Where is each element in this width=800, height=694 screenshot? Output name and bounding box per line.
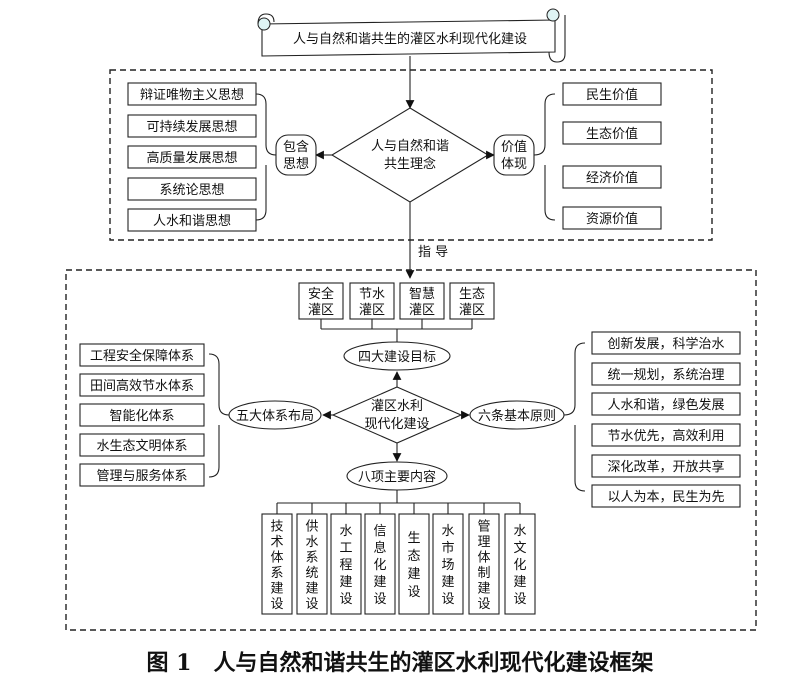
goals-label: 四大建设目标 (358, 350, 436, 365)
principle-item: 创新发展，科学治水 (607, 336, 724, 352)
title-banner: 人与自然和谐共生的灌区水利现代化建设 (257, 8, 566, 63)
content-item: 管理体制建设 (477, 519, 490, 612)
content-box (261, 513, 293, 615)
value-embodiment-hub: 价值 体现 (493, 134, 535, 176)
six-principles-node: 六条基本原则 (469, 400, 565, 430)
system-item: 管理与服务体系 (96, 468, 187, 484)
content-box (296, 513, 328, 615)
thought-item: 高质量发展思想 (146, 150, 237, 166)
content-item: 水工程建设 (339, 524, 352, 607)
content-box (398, 513, 430, 615)
system-item: 智能化体系 (109, 409, 174, 424)
figure-caption: 图 1 人与自然和谐共生的灌区水利现代化建设框架 (147, 650, 654, 676)
principle-item: 节水优先，高效利用 (607, 428, 724, 444)
value-item: 经济价值 (586, 170, 638, 186)
principles-brace (563, 342, 586, 492)
thought-item: 人水和谐思想 (153, 213, 231, 229)
system-list: 工程安全保障体系 田间高效节水体系 智能化体系 水生态文明体系 管理与服务体系 (79, 343, 205, 487)
goal-line: 安全 (308, 286, 334, 302)
content-item: 信息化建设 (373, 524, 386, 607)
hub-right-line-2: 体现 (501, 157, 527, 172)
system-item: 水生态文明体系 (96, 439, 187, 454)
principle-item: 以人为本，民生为先 (607, 490, 724, 505)
four-goals-node: 四大建设目标 (343, 341, 451, 371)
value-item: 资源价值 (586, 211, 638, 227)
goal-line: 灌区 (359, 303, 385, 318)
hub-right-line-1: 价值 (501, 139, 527, 155)
content-item: 水市场建设 (441, 524, 454, 607)
guide-label: 指 导 (418, 245, 448, 260)
left-brace (255, 93, 277, 221)
thought-item: 可持续发展思想 (146, 119, 237, 135)
value-list: 民生价值 生态价值 经济价值 资源价值 (562, 82, 662, 230)
content-item: 技术体系建设 (270, 519, 283, 612)
content-box (468, 513, 500, 615)
irrigation-modernization-node: 灌区水利 现代化建设 (331, 386, 463, 444)
systems-label: 五大体系布局 (236, 409, 314, 424)
thought-list: 辩证唯物主义思想 可持续发展思想 高质量发展思想 系统论思想 人水和谐思想 (127, 82, 257, 232)
content-box (504, 513, 536, 615)
thought-item: 辩证唯物主义思想 (140, 87, 244, 103)
principle-item: 深化改革，开放共享 (607, 459, 724, 475)
contents-connectors (276, 490, 521, 514)
content-box (330, 513, 362, 615)
principles-label: 六条基本原则 (478, 408, 556, 424)
harmony-concept-node: 人与自然和谐 共生理念 (330, 107, 490, 203)
goal-line: 生态 (459, 287, 485, 302)
goal-line: 灌区 (409, 303, 435, 318)
hub-left-line-2: 思想 (283, 156, 309, 172)
banner-title-text: 人与自然和谐共生的灌区水利现代化建设 (293, 31, 527, 47)
eight-contents-node: 八项主要内容 (346, 461, 448, 491)
goal-connectors (320, 319, 473, 342)
goal-line: 智慧 (409, 286, 435, 302)
contents-label: 八项主要内容 (358, 469, 436, 485)
principle-item: 人水和谐，绿色发展 (607, 397, 724, 413)
systems-brace (208, 353, 230, 478)
content-list: 技术体系建设 供水系统建设 水工程建设 信息化建设 生态建设 水市场建设 管理体制建设 水文化… (261, 513, 536, 615)
right-brace (533, 93, 556, 221)
system-item: 田间高效节水体系 (90, 378, 194, 394)
includes-thought-hub: 包含 思想 (275, 134, 317, 176)
philosophy-region (109, 69, 713, 241)
principle-item: 统一规划，系统治理 (607, 368, 724, 383)
goal-line: 节水 (359, 287, 385, 302)
value-item: 生态价值 (586, 126, 638, 142)
goal-line: 灌区 (459, 303, 485, 318)
concept-line-1: 人与自然和谐 (371, 138, 449, 154)
goal-line: 灌区 (308, 303, 334, 318)
content-box (432, 513, 464, 615)
content-item: 水文化建设 (513, 524, 526, 607)
goal-boxes: 安全 灌区 节水 灌区 智慧 灌区 生态 灌区 (298, 282, 495, 320)
value-item: 民生价值 (586, 87, 638, 103)
center-line-1: 灌区水利 (371, 399, 423, 414)
system-item: 工程安全保障体系 (90, 348, 194, 364)
center-line-2: 现代化建设 (364, 417, 429, 432)
construction-region (65, 269, 757, 631)
concept-line-2: 共生理念 (384, 156, 436, 172)
principle-list: 创新发展，科学治水 统一规划，系统治理 人水和谐，绿色发展 节水优先，高效利用 … (591, 331, 741, 508)
thought-item: 系统论思想 (159, 182, 224, 198)
content-item: 生态建设 (407, 531, 420, 600)
five-systems-node: 五大体系布局 (228, 400, 322, 430)
hub-left-line-1: 包含 (283, 139, 309, 155)
content-box (364, 513, 396, 615)
content-item: 供水系统建设 (305, 519, 318, 612)
